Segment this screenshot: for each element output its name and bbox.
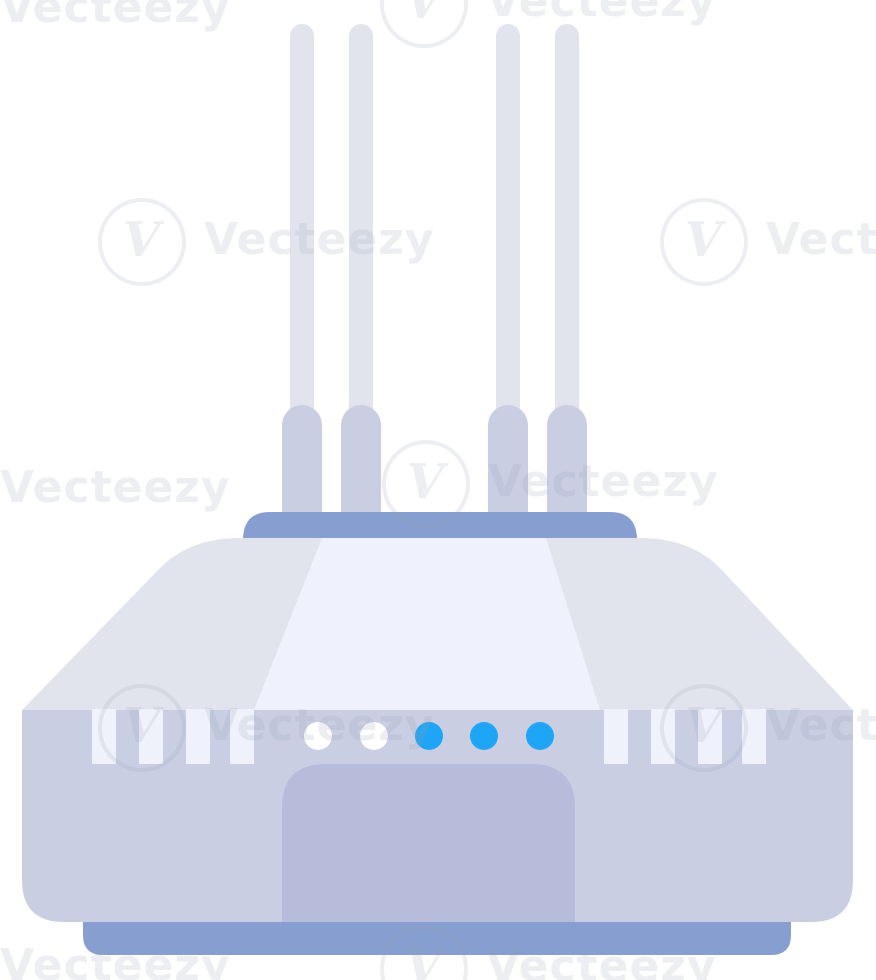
led-indicator-off (360, 722, 388, 750)
router-bottom-bar (83, 920, 791, 955)
vent (230, 709, 254, 764)
vent (139, 709, 163, 764)
led-indicator-on (470, 722, 498, 750)
antenna-rod-4 (555, 24, 579, 424)
vents-left (92, 709, 254, 764)
vent (742, 709, 766, 764)
vent (92, 709, 116, 764)
led-indicator-on (526, 722, 554, 750)
led-indicator-on (415, 722, 443, 750)
router-port (282, 764, 575, 922)
antenna-base-4 (547, 405, 587, 515)
status-leds (304, 722, 554, 750)
antenna-rod-1 (290, 24, 314, 424)
vents-right (604, 709, 766, 764)
vent (651, 709, 675, 764)
antenna-base-1 (282, 405, 322, 515)
vent (186, 709, 210, 764)
antenna-rod-2 (349, 24, 373, 424)
antenna-rod-3 (496, 24, 520, 424)
router-top-bar (243, 512, 637, 540)
antenna-base-3 (488, 405, 528, 515)
led-indicator-off (304, 722, 332, 750)
vent (604, 709, 628, 764)
antennas (282, 24, 587, 515)
antenna-base-2 (341, 405, 381, 515)
router-top-highlight (254, 538, 600, 710)
vent (698, 709, 722, 764)
